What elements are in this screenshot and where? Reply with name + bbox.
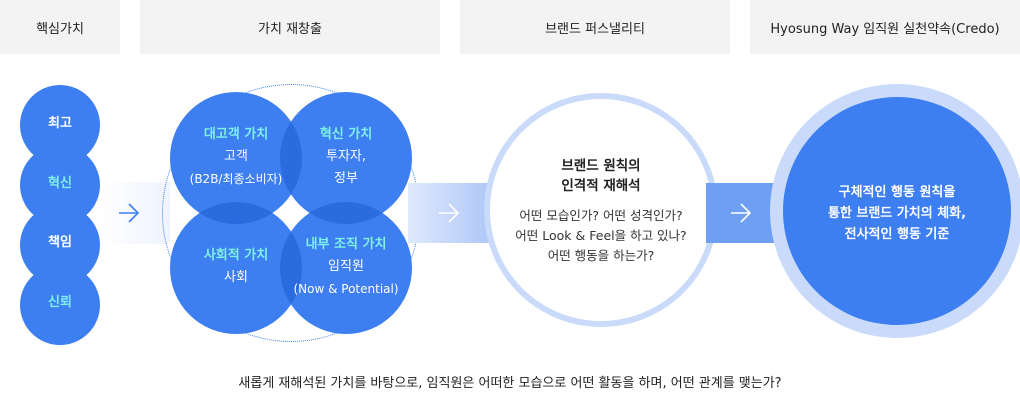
customer-value-line1: 고객 bbox=[224, 149, 248, 164]
innovation-value-line2: 정부 bbox=[334, 171, 358, 186]
brand-personality-title-2: 인격적 재해석 bbox=[561, 178, 641, 194]
header-credo: Hyosung Way 임직원 실천약속(Credo) bbox=[750, 0, 1020, 54]
core-value-best: 최고 bbox=[48, 116, 72, 131]
credo-line-1: 구체적인 행동 원칙을 bbox=[838, 185, 956, 200]
brand-personality-title-1: 브랜드 원칙의 bbox=[561, 158, 641, 174]
innovation-value-title: 혁신 가치 bbox=[319, 127, 373, 142]
brand-personality-inner-circle bbox=[490, 99, 712, 321]
header-core-values: 핵심가치 bbox=[0, 0, 120, 54]
credo-line-2: 통한 브랜드 가치의 체화, bbox=[827, 206, 967, 221]
customer-value-title: 대고객 가치 bbox=[203, 127, 269, 142]
customer-value-line2: (B2B/최종소비자) bbox=[189, 172, 283, 186]
social-value-line1: 사회 bbox=[224, 270, 248, 285]
arrow-1 bbox=[117, 200, 141, 230]
credo-inner-circle bbox=[783, 97, 1011, 325]
footer-caption: 새롭게 재해석된 가치를 바탕으로, 임직원은 어떠한 모습으로 어떤 활동을 … bbox=[238, 376, 782, 391]
brand-personality-question-2: 어떤 Look & Feel을 하고 있나? bbox=[515, 228, 687, 243]
header-value-recreation: 가치 재창출 bbox=[140, 0, 440, 54]
credo-line-3: 전사적인 행동 기준 bbox=[844, 227, 950, 242]
core-value-circle-4 bbox=[20, 265, 100, 345]
arrow-3 bbox=[729, 200, 753, 230]
brand-personality-question-1: 어떤 모습인가? 어떤 성격인가? bbox=[519, 208, 683, 223]
core-value-responsibility: 책임 bbox=[48, 235, 72, 250]
core-value-innovation: 혁신 bbox=[48, 176, 72, 191]
internal-value-title: 내부 조직 가치 bbox=[305, 237, 387, 252]
header-brand-personality: 브랜드 퍼스낼리티 bbox=[460, 0, 730, 54]
brand-personality-question-3: 어떤 행동을 하는가? bbox=[547, 248, 655, 263]
social-value-title: 사회적 가치 bbox=[203, 248, 269, 263]
internal-value-line1: 임직원 bbox=[328, 259, 364, 274]
innovation-value-line1: 투자자, bbox=[325, 149, 366, 164]
internal-value-line2: (Now & Potential) bbox=[293, 282, 399, 296]
core-value-trust: 신뢰 bbox=[48, 295, 72, 310]
arrow-2 bbox=[437, 200, 461, 230]
